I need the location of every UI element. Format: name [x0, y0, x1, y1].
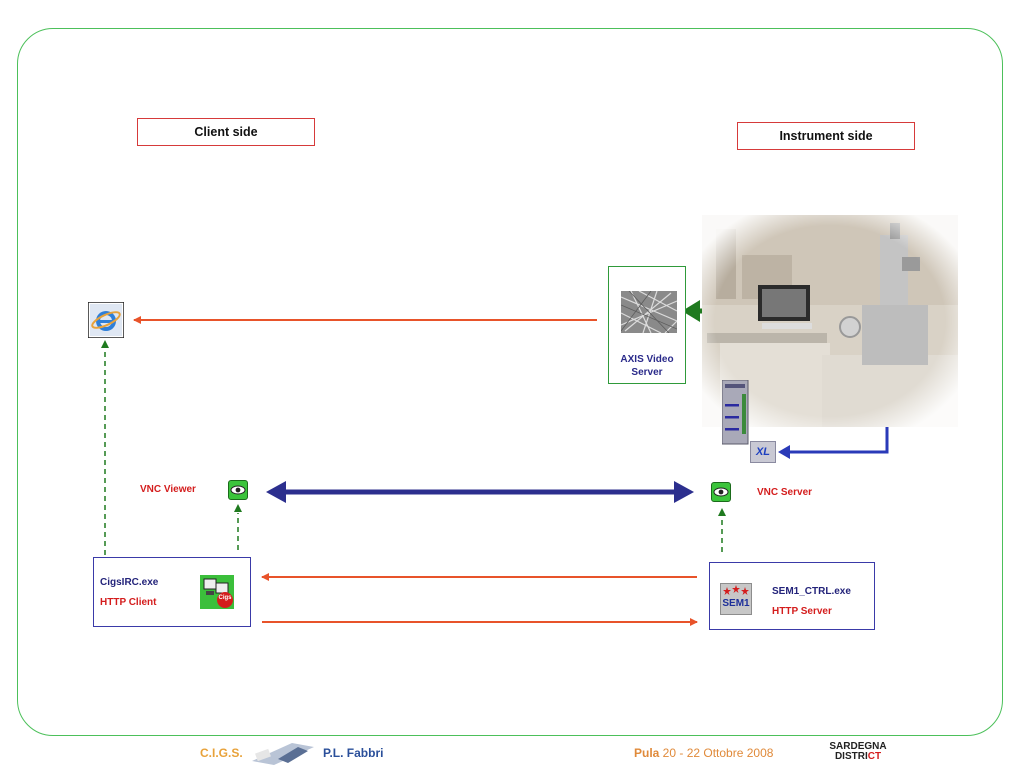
slide-frame: [17, 28, 1003, 736]
cigs-client-icon: [200, 575, 234, 609]
logo-line-1: SARDEGNA: [829, 741, 887, 752]
axis-video-server-label: AXIS Video Server: [620, 354, 674, 378]
vnc-viewer-eye-icon: [228, 480, 248, 500]
server-role-label: HTTP Server: [772, 606, 832, 617]
xl-badge-text: XL: [755, 446, 771, 458]
client-role-label: HTTP Client: [100, 597, 157, 608]
server-node-box: SEM1 SEM1_CTRL.exe HTTP Server: [709, 562, 875, 630]
cigs-icon-text: Cigs: [218, 595, 232, 601]
logo-line-2a: DISTRI: [834, 751, 868, 762]
footer-org: C.I.G.S.: [200, 746, 243, 760]
footer-decorative-strip: [252, 743, 314, 765]
footer-place-date: Pula 20 - 22 Ottobre 2008: [634, 746, 773, 760]
xl-controller-badge: XL: [750, 441, 776, 463]
instrument-side-text: Instrument side: [779, 129, 873, 143]
client-node-box: CigsIRC.exe HTTP Client Cigs: [93, 557, 251, 627]
logo-line-2b: CT: [867, 751, 882, 762]
server-exe-label: SEM1_CTRL.exe: [772, 586, 851, 597]
server-tower-icon: [722, 380, 749, 445]
client-side-label: Client side: [137, 118, 315, 146]
vnc-viewer-label: VNC Viewer: [140, 484, 196, 495]
vnc-connection-arrow: [266, 481, 694, 503]
logo-line-2: DISTRICT: [818, 752, 898, 762]
axis-video-server: AXIS Video Server: [608, 266, 686, 384]
sem-micrograph-image: [621, 291, 677, 333]
sardegna-district-logo: SARDEGNA DISTRICT: [818, 742, 898, 766]
footer-dates: 20 - 22 Ottobre 2008: [659, 746, 774, 760]
footer-place: Pula: [634, 746, 660, 760]
client-exe-label: CigsIRC.exe: [100, 577, 159, 588]
client-side-text: Client side: [194, 125, 258, 139]
instrument-side-label: Instrument side: [737, 122, 915, 150]
sem1-icon: SEM1: [720, 583, 752, 615]
internet-explorer-icon: [88, 302, 124, 338]
vnc-server-label: VNC Server: [757, 487, 813, 498]
vnc-server-eye-icon: [711, 482, 731, 502]
footer-author: P.L. Fabbri: [323, 746, 384, 760]
sem1-icon-text: SEM1: [722, 598, 750, 609]
